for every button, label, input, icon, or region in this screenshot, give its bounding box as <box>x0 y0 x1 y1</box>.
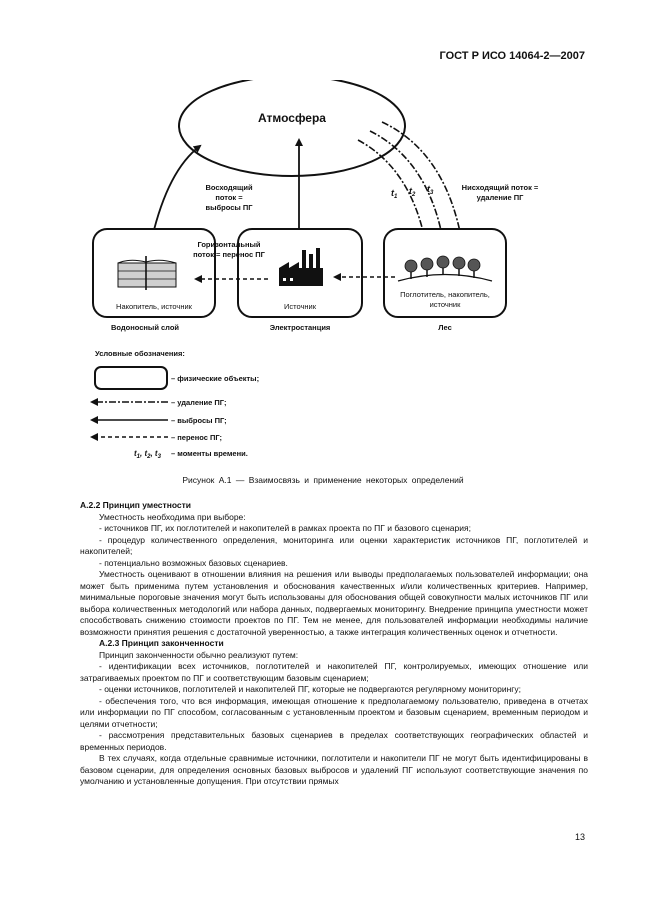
section-heading: А.2.3 Принцип законченности <box>99 638 224 648</box>
forest-caption: Лес <box>438 323 452 332</box>
legend-title: Условные обозначения: <box>95 349 185 358</box>
paragraph: - оценки источников, поглотителей и нако… <box>99 684 522 694</box>
downward-flow-label-1: Нисходящий поток = <box>462 183 539 192</box>
upward-flow-label-1: Восходящий <box>205 183 253 192</box>
removal-arrow-3 <box>381 121 465 244</box>
power-caption: Электростанция <box>270 323 331 332</box>
paragraph: - источников ПГ, их поглотителей и накоп… <box>99 523 471 533</box>
body-text: А.2.2 Принцип уместности Уместность необ… <box>80 500 588 788</box>
legend-item-transfer: – перенос ПГ; <box>171 433 222 442</box>
page-number: 13 <box>574 832 585 842</box>
upward-flow-label-3: выбросы ПГ <box>205 203 253 212</box>
aquifer-icon <box>117 256 177 290</box>
paragraph: Уместность оценивают в отношении влияния… <box>80 569 588 637</box>
paragraph: Уместность необходима при выборе: <box>99 511 246 522</box>
legend-times-symbol: t1, t2, t3 <box>134 449 162 460</box>
paragraph: - рассмотрения представительных базовых … <box>80 730 588 752</box>
upward-flow-label-2: поток = <box>215 193 243 202</box>
paragraph: - идентификации всех источников, поглоти… <box>80 661 588 683</box>
horizontal-flow-label-2: поток = перенос ПГ <box>193 250 265 259</box>
diagram-figure: Атмосфера Восходящий поток = выбросы ПГ … <box>90 80 539 460</box>
paragraph: Принцип законченности обычно реализуют п… <box>99 649 299 660</box>
atmosphere-ellipse <box>178 80 406 177</box>
figure-caption: Рисунок А.1 — Взаимосвязь и применение н… <box>182 475 464 485</box>
forest-box-label-2: источник <box>430 300 462 309</box>
aquifer-caption: Водоносный слой <box>111 323 179 332</box>
document-header: ГОСТ Р ИСО 14064-2—2007 <box>439 50 585 62</box>
horizontal-flow-label-1: Горизонтальный <box>197 240 260 249</box>
time-t1: t1 <box>391 188 398 200</box>
legend-item-times: – моменты времени. <box>171 449 248 458</box>
time-t2: t2 <box>409 186 416 198</box>
legend-box-sample <box>94 366 168 390</box>
paragraph: В тех случаях, когда отдельные сравнимые… <box>80 753 588 786</box>
time-t3: t3 <box>427 184 434 196</box>
paragraph: - процедур количественного определения, … <box>80 534 588 557</box>
removal-arrow-1 <box>357 139 428 242</box>
legend-item-removal: – удаление ПГ; <box>171 398 226 407</box>
legend-item-physical: – физические объекты; <box>171 374 259 383</box>
upward-arc-arrow <box>151 144 202 239</box>
forest-icon <box>397 255 493 282</box>
factory-icon <box>279 248 323 286</box>
atmosphere-label: Атмосфера <box>258 111 326 125</box>
legend-item-emission: – выбросы ПГ; <box>171 416 227 425</box>
paragraph: - потенциально возможных базовых сценари… <box>99 557 288 568</box>
removal-arrow-2 <box>369 130 446 242</box>
downward-flow-label-2: удаление ПГ <box>477 193 525 202</box>
paragraph: - обеспечения того, что вся информация, … <box>80 695 588 729</box>
aquifer-box-label: Накопитель, источник <box>116 302 193 311</box>
forest-box <box>383 228 507 318</box>
section-heading: А.2.2 Принцип уместности <box>80 500 192 510</box>
power-box-label: Источник <box>284 302 317 311</box>
forest-box-label-1: Поглотитель, накопитель, <box>400 290 490 299</box>
